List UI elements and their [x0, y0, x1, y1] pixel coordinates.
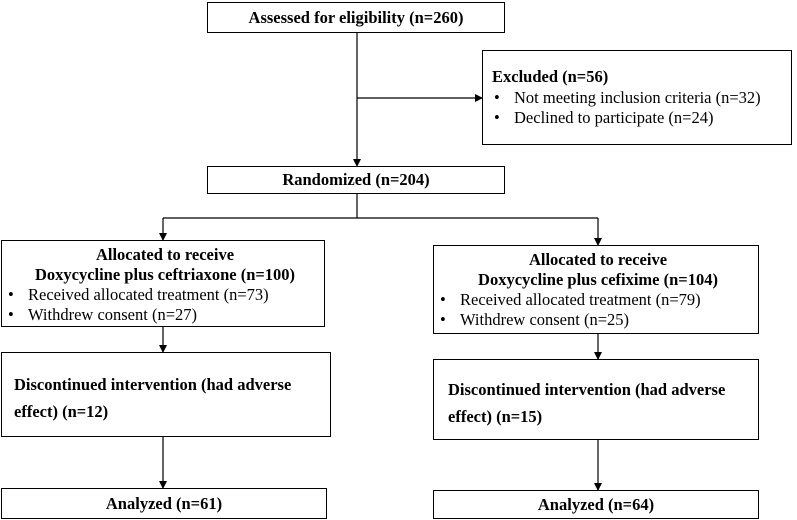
right-discontinued-box: Discontinued intervention (had adverse e… [433, 359, 759, 440]
left-allocation-item: Withdrew consent (n=27) [6, 305, 324, 325]
right-allocation-title: Allocated to receive [528, 250, 668, 269]
right-allocation-drug: Doxycycline plus cefixime (n=104) [478, 270, 718, 289]
right-analyzed-box: Analyzed (n=64) [433, 490, 759, 519]
right-allocation-list: Received allocated treatment (n=79) With… [438, 290, 758, 330]
left-analyzed-box: Analyzed (n=61) [1, 488, 327, 519]
randomized-box: Randomized (n=204) [207, 166, 505, 194]
excluded-title: Excluded (n=56) [492, 67, 609, 86]
randomized-label: Randomized (n=204) [282, 170, 430, 189]
right-analyzed-label: Analyzed (n=64) [537, 494, 655, 514]
excluded-box: Excluded (n=56) Not meeting inclusion cr… [482, 50, 792, 145]
excluded-item: Not meeting inclusion criteria (n=32) [492, 88, 791, 108]
assessed-box: Assessed for eligibility (n=260) [207, 2, 505, 33]
excluded-list: Not meeting inclusion criteria (n=32) De… [492, 88, 791, 128]
right-allocation-item: Withdrew consent (n=25) [438, 310, 758, 330]
assessed-label: Assessed for eligibility (n=260) [248, 7, 464, 27]
right-allocation-box: Allocated to receive Doxycycline plus ce… [433, 245, 759, 334]
left-analyzed-label: Analyzed (n=61) [105, 493, 223, 513]
left-allocation-box: Allocated to receive Doxycycline plus ce… [1, 240, 325, 327]
left-allocation-item: Received allocated treatment (n=73) [6, 285, 324, 305]
left-allocation-title: Allocated to receive [95, 245, 235, 264]
left-allocation-drug: Doxycycline plus ceftriaxone (n=100) [34, 265, 296, 284]
left-discontinued-label: Discontinued intervention (had adverse e… [14, 375, 292, 421]
excluded-item: Declined to participate (n=24) [492, 108, 791, 128]
left-discontinued-box: Discontinued intervention (had adverse e… [1, 352, 331, 437]
right-discontinued-label: Discontinued intervention (had adverse e… [448, 380, 726, 426]
right-allocation-item: Received allocated treatment (n=79) [438, 290, 758, 310]
left-allocation-list: Received allocated treatment (n=73) With… [6, 285, 324, 325]
